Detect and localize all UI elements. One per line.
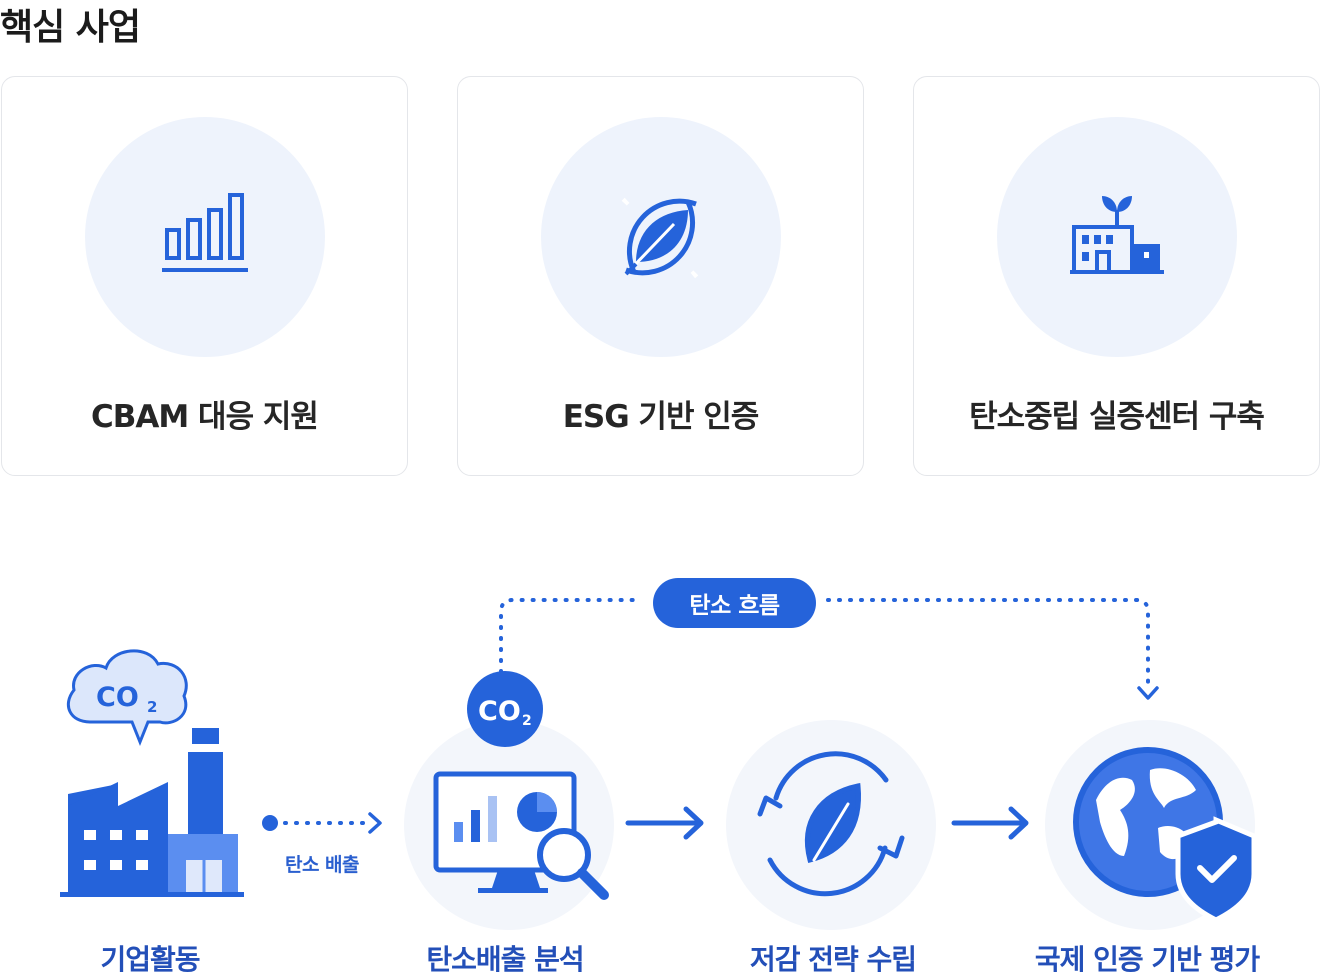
card-icon-circle [85,117,325,357]
leaf-circle-icon [607,183,715,291]
factory-sprout-icon [1070,196,1164,274]
arrow-right-icon [951,806,1029,840]
card-label: CBAM 대응 지원 [91,399,319,435]
globe-shield-icon [1073,747,1257,923]
monitor-analysis-icon [433,771,609,900]
card-label: 탄소중립 실증센터 구축 [969,399,1265,435]
card-icon-circle [541,117,781,357]
co2-cloud-icon: CO 2 [67,649,188,747]
emission-start-dot [262,815,278,831]
arrow-right-icon [368,812,382,834]
svg-text:CO: CO [478,696,521,727]
stage-label-emission-analysis: 탄소배출 분석 [426,943,584,974]
co2-badge-icon: CO 2 [467,671,543,747]
stage-label-corporate-activity: 기업활동 [100,943,200,974]
card-cbam[interactable]: CBAM 대응 지원 [1,76,408,476]
card-esg[interactable]: ESG 기반 인증 [457,76,864,476]
carbon-flow-diagram: CO 2 CO 2 [0,560,1320,974]
svg-text:CO: CO [96,682,139,713]
emission-label: 탄소 배출 [284,854,360,876]
card-icon-circle [997,117,1237,357]
flow-graphics: CO 2 CO 2 [60,598,1257,923]
card-label: ESG 기반 인증 [562,399,760,435]
chevron-down-icon [1137,686,1159,700]
stage-label-intl-certification: 국제 인증 기반 평가 [1034,943,1260,974]
bar-chart-icon [162,193,248,272]
arrow-right-icon [625,806,704,840]
svg-text:2: 2 [522,713,532,729]
card-carbon-neutral-center[interactable]: 탄소중립 실증센터 구축 [913,76,1320,476]
factory-icon [60,728,244,897]
leaf-cycle-icon [757,751,905,897]
dotted-loop-path [283,598,1150,825]
section-title: 핵심 사업 [0,7,141,48]
carbon-flow-pill: 탄소 흐름 [653,578,816,628]
svg-text:2: 2 [147,698,157,716]
stage-label-reduction-strategy: 저감 전략 수립 [749,943,917,974]
